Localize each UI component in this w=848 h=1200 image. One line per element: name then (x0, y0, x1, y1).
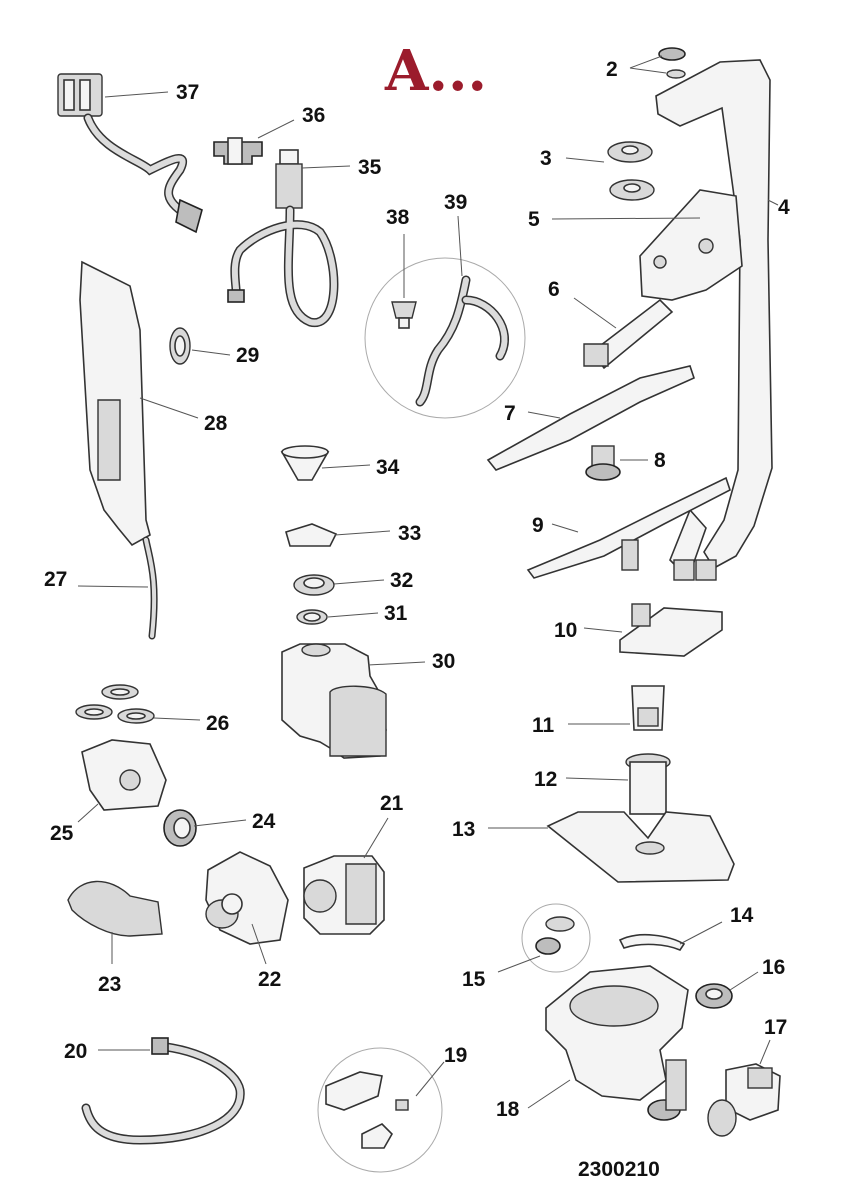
part-25-heater-housing[interactable] (81, 739, 167, 811)
label-25: 25 (50, 822, 74, 845)
label-31: 31 (384, 602, 408, 625)
label-23: 23 (98, 973, 121, 996)
part-5-manifold[interactable] (639, 189, 743, 301)
drawing-number: 2300210 (578, 1158, 660, 1181)
part-34-funnel[interactable] (280, 445, 330, 481)
label-9: 9 (532, 514, 544, 537)
label-3: 3 (540, 147, 552, 170)
label-12: 12 (534, 768, 557, 791)
part-7-upper-spray-arm[interactable] (486, 365, 695, 471)
label-36: 36 (302, 104, 325, 127)
part-19-door-parts[interactable] (325, 1071, 409, 1149)
label-37: 37 (176, 81, 199, 104)
label-14: 14 (730, 904, 754, 927)
part-15-valve-kit[interactable] (535, 916, 575, 955)
part-33-cap[interactable] (285, 523, 338, 547)
part-27-cable[interactable] (142, 536, 158, 640)
label-27: 27 (44, 568, 67, 591)
detail-circle-38-39 (364, 257, 526, 419)
label-38: 38 (386, 206, 410, 229)
label-5: 5 (528, 208, 540, 231)
part-17-drain-pump[interactable] (707, 1063, 781, 1137)
part-30-salt-container[interactable] (281, 643, 387, 759)
label-19: 19 (444, 1044, 467, 1067)
label-10: 10 (554, 619, 577, 642)
part-11-filter[interactable] (631, 685, 665, 731)
label-29: 29 (236, 344, 259, 367)
part-20-drain-hose[interactable] (81, 1037, 245, 1145)
label-18: 18 (496, 1098, 520, 1121)
label-20: 20 (64, 1040, 87, 1063)
label-30: 30 (432, 650, 455, 673)
part-18-sump[interactable] (545, 965, 689, 1121)
label-7: 7 (504, 402, 516, 425)
part-39-hose[interactable] (415, 275, 510, 407)
part-31-gasket[interactable] (296, 609, 328, 625)
part-29-grommet[interactable] (169, 327, 191, 365)
label-28: 28 (204, 412, 228, 435)
part-36-clip[interactable] (213, 137, 263, 165)
label-4: 4 (778, 196, 790, 219)
part-21-motor[interactable] (303, 855, 385, 935)
part-6-upper-arm-connector[interactable] (583, 298, 674, 370)
part-10-sump-cover[interactable] (619, 603, 723, 657)
label-16: 16 (762, 956, 785, 979)
detail-circle-19 (317, 1047, 443, 1173)
part-23-elbow-hose[interactable] (67, 880, 163, 937)
part-37-power-cable[interactable] (57, 73, 203, 234)
part-3-nozzle-kit[interactable] (607, 141, 655, 201)
part-35-inlet-hose[interactable] (227, 149, 339, 327)
label-33: 33 (398, 522, 421, 545)
label-34: 34 (376, 456, 400, 479)
part-28-side-panel[interactable] (79, 260, 151, 547)
part-38-valve[interactable] (391, 301, 417, 329)
label-26: 26 (206, 712, 229, 735)
part-2-nut-washer[interactable] (658, 47, 686, 79)
part-16-valve[interactable] (695, 983, 733, 1009)
part-32-nut[interactable] (293, 574, 335, 596)
label-6: 6 (548, 278, 560, 301)
label-15: 15 (462, 968, 486, 991)
part-13-flat-filter[interactable] (546, 811, 735, 883)
part-26-gaskets[interactable] (75, 684, 155, 724)
label-8: 8 (654, 449, 666, 472)
label-11: 11 (532, 714, 555, 737)
part-24-ring[interactable] (163, 809, 197, 847)
label-21: 21 (380, 792, 404, 815)
label-17: 17 (764, 1016, 787, 1039)
section-title: A... (384, 38, 487, 104)
part-22-pump-body[interactable] (205, 851, 289, 945)
part-9-lower-spray-arm[interactable] (526, 476, 731, 579)
part-4-supply-pipe[interactable] (655, 59, 773, 581)
part-12-microfilter[interactable] (625, 753, 671, 815)
part-14-seal-clip[interactable] (618, 934, 686, 951)
label-2: 2 (606, 58, 618, 81)
label-22: 22 (258, 968, 281, 991)
detail-circle-15 (521, 903, 591, 973)
label-24: 24 (252, 810, 276, 833)
label-35: 35 (358, 156, 382, 179)
label-39: 39 (444, 191, 467, 214)
label-13: 13 (452, 818, 475, 841)
label-32: 32 (390, 569, 413, 592)
part-8-bearing[interactable] (585, 445, 621, 481)
